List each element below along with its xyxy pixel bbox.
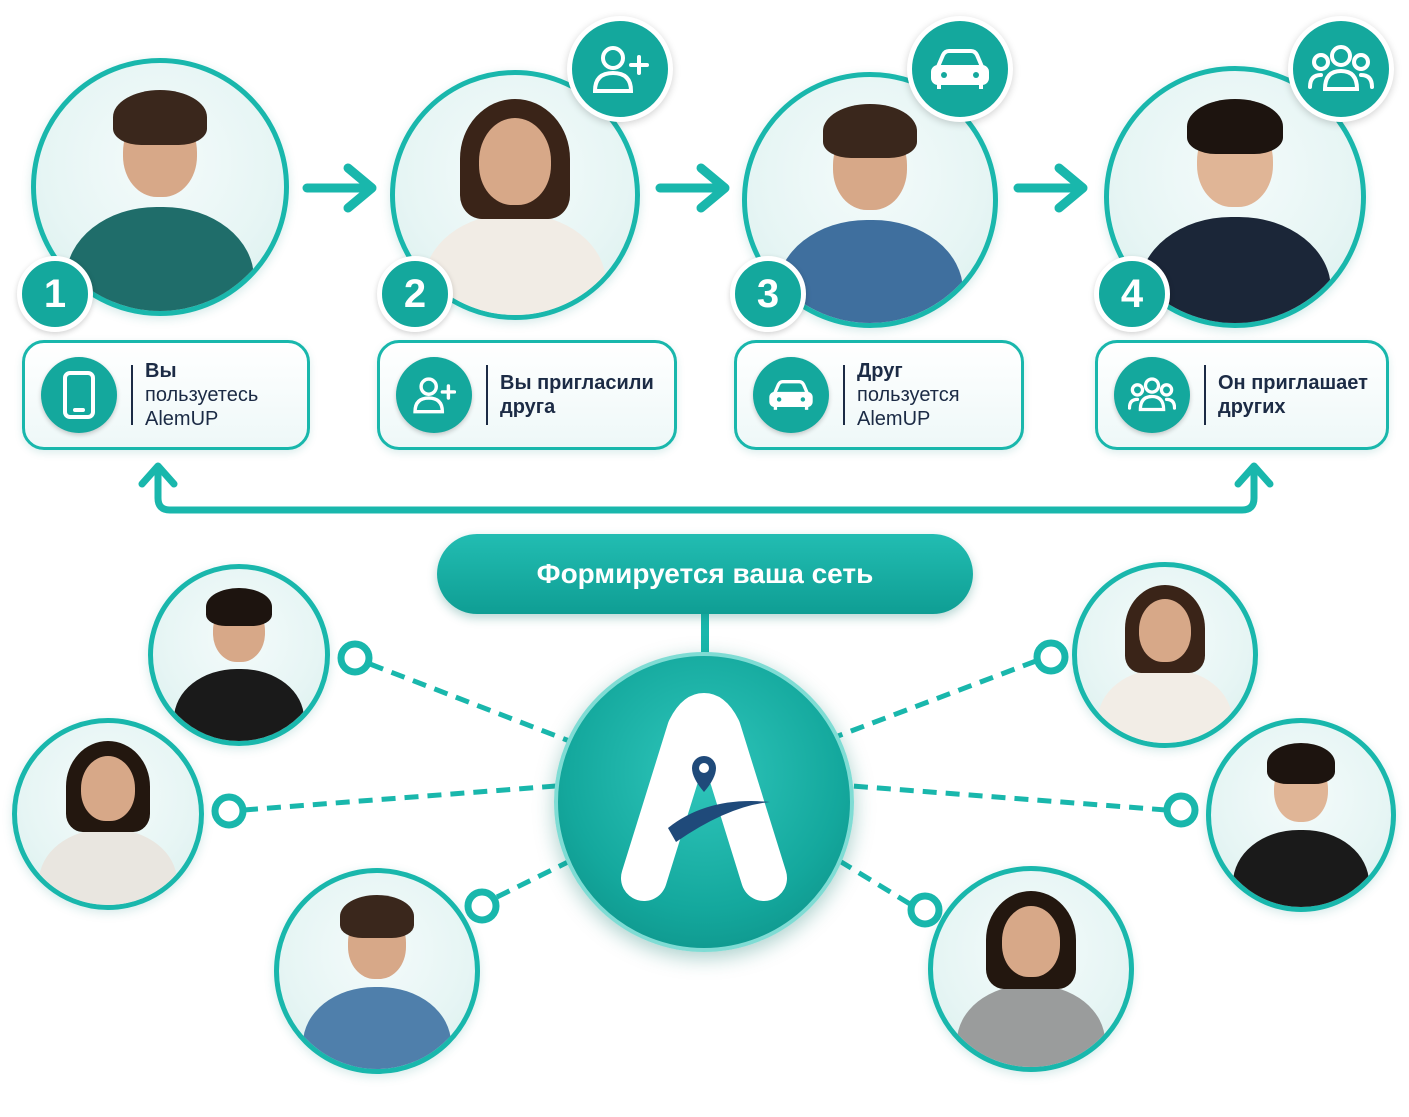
spoke-3 xyxy=(495,855,578,900)
step-3-line1: Друг xyxy=(857,360,903,382)
step-2-card-icon xyxy=(396,357,472,433)
step-1-photo xyxy=(31,58,289,316)
step-4-separator xyxy=(1204,365,1206,425)
step-4-card: Он приглашает других xyxy=(1095,340,1389,450)
step-4-number: 4 xyxy=(1094,256,1170,332)
group-icon xyxy=(1128,377,1176,412)
step-4-line2: других xyxy=(1218,396,1286,418)
step-4-card-icon xyxy=(1114,357,1190,433)
spoke-6 xyxy=(836,857,912,907)
step-1-card-icon xyxy=(41,357,117,433)
step-4-label: Он приглашает других xyxy=(1218,371,1368,419)
network-photo-1 xyxy=(148,564,330,746)
alemup-logo-icon xyxy=(621,693,787,901)
step-4-line1: Он приглашает xyxy=(1218,372,1368,394)
step-arrow-3 xyxy=(1013,163,1088,213)
network-photo-5 xyxy=(1206,718,1396,912)
add-user-icon xyxy=(413,377,456,414)
step-2-line1: Вы пригласили xyxy=(500,372,654,394)
node-4 xyxy=(1033,639,1069,675)
group-badge xyxy=(1288,16,1394,122)
step-3-number: 3 xyxy=(730,256,806,332)
step-3-card-icon xyxy=(753,357,829,433)
phone-icon xyxy=(63,371,95,419)
loop-arrow xyxy=(138,462,1274,514)
car-icon xyxy=(769,379,813,410)
network-label: Формируется ваша сеть xyxy=(437,534,973,614)
node-1 xyxy=(337,640,373,676)
step-2-line2: друга xyxy=(500,396,556,418)
step-3-line2: пользуется xyxy=(857,384,960,406)
network-photo-6 xyxy=(928,866,1134,1072)
step-3-separator xyxy=(843,365,845,425)
step-1-card: Вы пользуетесь AlemUP xyxy=(22,340,310,450)
add-user-icon xyxy=(592,46,649,93)
step-1-separator xyxy=(131,365,133,425)
node-5 xyxy=(1163,792,1199,828)
step-arrow-2 xyxy=(655,163,730,213)
step-2-number: 2 xyxy=(377,256,453,332)
step-3-line3: AlemUP xyxy=(857,408,931,430)
spoke-1 xyxy=(369,661,573,745)
network-photo-3 xyxy=(274,868,480,1074)
node-3 xyxy=(464,888,500,924)
add-user-badge xyxy=(567,16,673,122)
network-photo-2 xyxy=(12,718,204,910)
spoke-4 xyxy=(837,658,1037,739)
step-1-label: Вы пользуетесь AlemUP xyxy=(145,359,258,431)
node-2 xyxy=(211,793,247,829)
step-2-card: Вы пригласили друга xyxy=(377,340,677,450)
step-2-separator xyxy=(486,365,488,425)
step-1-line3: AlemUP xyxy=(145,408,219,430)
step-2-label: Вы пригласили друга xyxy=(500,371,654,419)
spoke-2 xyxy=(243,783,557,813)
step-3-label: Друг пользуется AlemUP xyxy=(857,359,960,431)
car-badge xyxy=(907,16,1013,122)
car-icon xyxy=(931,49,989,89)
step-1-line2: пользуетесь xyxy=(145,384,259,406)
step-3-card: Друг пользуется AlemUP xyxy=(734,340,1024,450)
step-1-line1: Вы xyxy=(145,360,177,382)
node-6 xyxy=(907,892,943,928)
network-photo-4 xyxy=(1072,562,1258,748)
spoke-5 xyxy=(851,783,1167,813)
group-icon xyxy=(1308,45,1374,91)
alemup-hub xyxy=(554,652,854,952)
step-arrow-1 xyxy=(302,163,377,213)
step-1-number: 1 xyxy=(17,256,93,332)
